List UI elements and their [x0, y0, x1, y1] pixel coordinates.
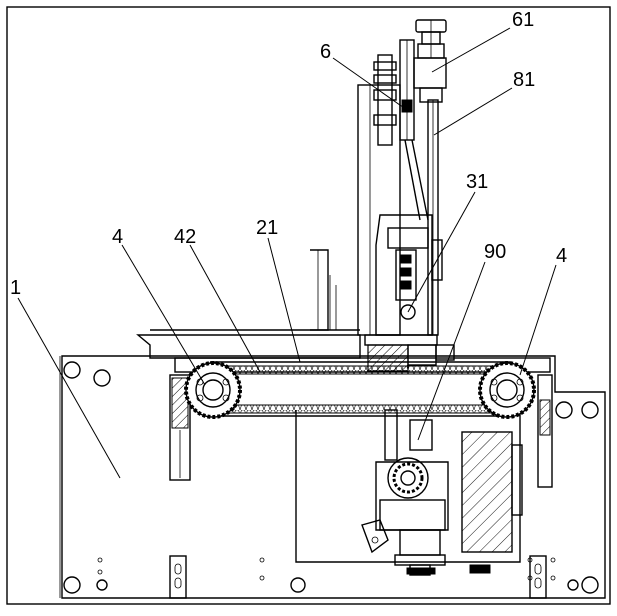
callout-90: 90 — [484, 241, 506, 263]
leader-lines — [17, 27, 557, 479]
right-side-bracket — [537, 374, 553, 488]
left-side-bracket — [169, 374, 191, 481]
timing-belt-42 — [209, 361, 511, 417]
callout-61: 61 — [512, 9, 534, 31]
carriage-31 — [364, 214, 455, 372]
callout-42: 42 — [174, 226, 196, 248]
actuator-6 — [373, 39, 429, 221]
small-guide-bracket — [310, 249, 337, 331]
hatched-block — [461, 431, 523, 553]
callout-4-right: 4 — [556, 245, 567, 267]
callout-81: 81 — [513, 69, 535, 91]
callout-21: 21 — [256, 217, 278, 239]
drawing-border — [6, 6, 611, 605]
drive-unit-90 — [361, 409, 491, 576]
callout-4-left: 4 — [112, 226, 123, 248]
right-pulley — [478, 361, 536, 419]
callout-6: 6 — [320, 41, 331, 63]
bottom-feet — [169, 555, 547, 599]
callout-31: 31 — [466, 171, 488, 193]
callout-1: 1 — [10, 277, 21, 299]
adjustment-knob-61 — [413, 19, 447, 103]
left-pulley — [184, 361, 242, 419]
